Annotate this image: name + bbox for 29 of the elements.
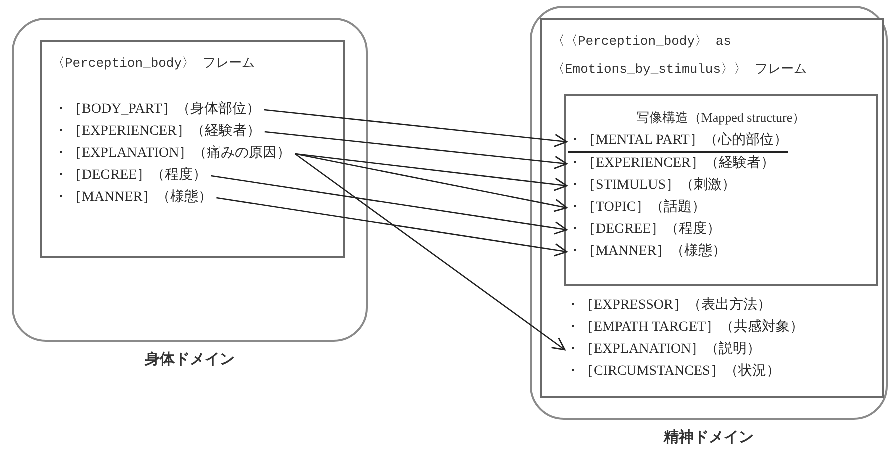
domain-label: 精神ドメイン — [664, 427, 754, 448]
frame-box — [564, 94, 878, 286]
frame-title: 写像構造（Mapped structure） — [636, 109, 806, 127]
frame-element-text: ・［MANNER］（様態） — [568, 242, 727, 262]
frame-element-text: ・［EMPATH TARGET］（共感対象） — [566, 318, 804, 338]
arrow — [216, 197, 568, 257]
frame-element-text: ・［EXPLANATION］（痛みの原因） — [54, 144, 292, 164]
domain-label: 身体ドメイン — [145, 349, 235, 370]
frame-element-text: ・［EXPERIENCER］（経験者） — [54, 122, 261, 142]
arrow — [294, 153, 566, 351]
frame-element-text: ・［DEGREE］（程度） — [54, 166, 208, 186]
arrow — [295, 153, 568, 192]
frame-element-text: ・［CIRCUMSTANCES］（状況） — [566, 362, 780, 382]
frame-element-text: ・［STIMULUS］（刺激） — [568, 176, 736, 196]
arrow — [264, 131, 568, 170]
arrow — [295, 153, 568, 212]
frame-element-text: ・［EXPRESSOR］（表出方法） — [566, 296, 772, 316]
frame-element-text: ・［BODY_PART］（身体部位） — [54, 100, 260, 120]
frame-title: 〈〈Perception_body〉 as 〈Emotions_by_stimulus〉〉 フレーム — [552, 33, 808, 79]
frame-element-text: ・［MANNER］（様態） — [54, 188, 213, 208]
frame-element-text: ・［MENTAL PART］（心的部位） — [568, 131, 788, 153]
frame-element-text: ・［TOPIC］（話題） — [568, 198, 706, 218]
frame-element-text: ・［EXPLANATION］（説明） — [566, 340, 762, 360]
frame-box — [40, 40, 345, 258]
arrow — [264, 109, 568, 148]
frame-element-text: ・［EXPERIENCER］（経験者） — [568, 154, 775, 174]
frame-title: 〈Perception_body〉 フレーム — [52, 55, 256, 73]
frame-element-text: ・［DEGREE］（程度） — [568, 220, 722, 240]
arrow — [211, 175, 568, 235]
